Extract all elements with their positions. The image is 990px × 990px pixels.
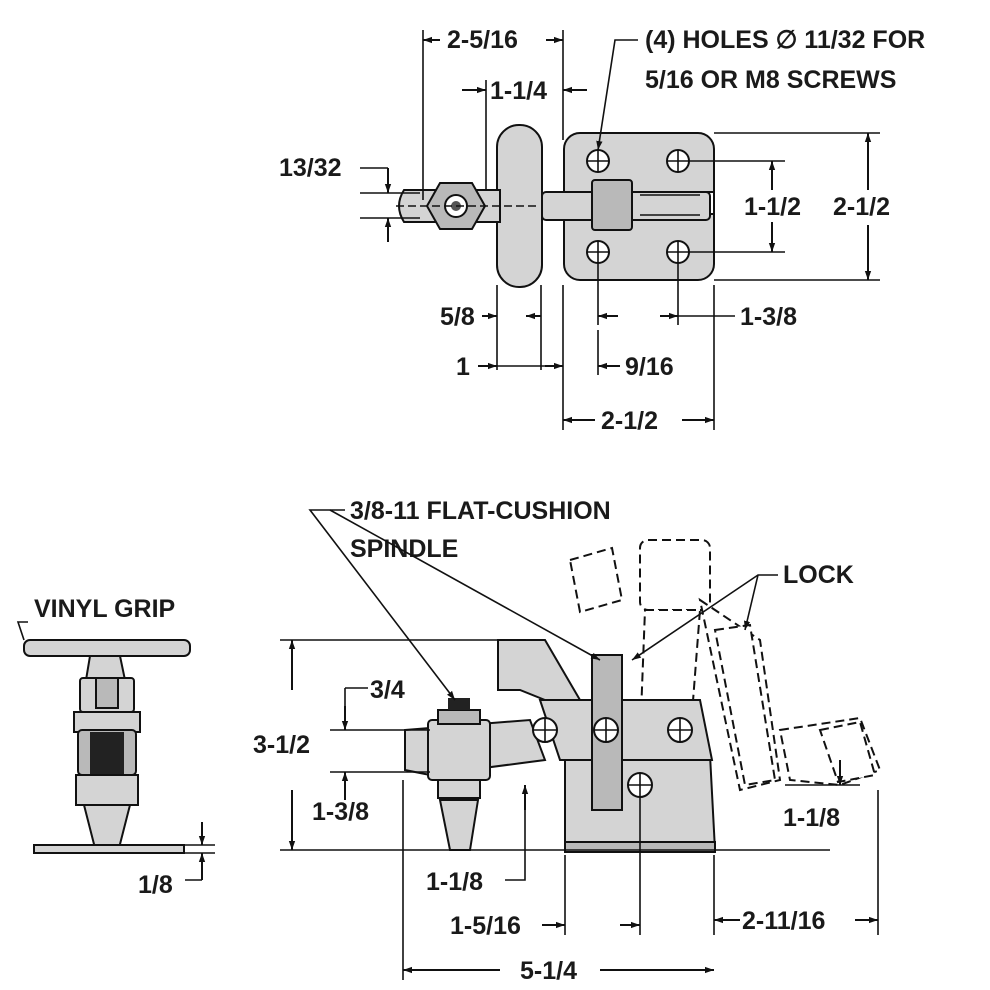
end-view: VINYL GRIP 1/8 [16,595,215,899]
dim-1: 1 [456,353,470,381]
vinyl-grip-end [23,639,191,657]
vinyl-grip-label: VINYL GRIP [34,595,175,623]
mounting-hole [586,240,610,264]
dim-1-1-4: 1-1/4 [490,77,547,105]
spindle-note-line2: SPINDLE [350,535,458,563]
dim-1-5-16: 1-5/16 [450,912,521,940]
dim-2-5-16: 2-5/16 [447,26,518,54]
dim-3-1-2: 3-1/2 [253,731,310,759]
dim-1-1-8-right: 1-1/8 [783,804,840,832]
spindle-block [427,719,491,781]
dim-9-16: 9/16 [625,353,674,381]
dim-1-8: 1/8 [138,871,173,899]
dim-5-1-4: 5-1/4 [520,957,577,985]
holes-note-line2: 5/16 OR M8 SCREWS [645,66,896,94]
mounting-hole [666,149,690,173]
dim-1-3-8: 1-3/8 [740,303,797,331]
holes-note-line1: (4) HOLES ∅ 11/32 FOR [645,26,925,54]
dim-3-4: 3/4 [370,676,405,704]
pivot [532,717,558,743]
arm-block [591,179,633,231]
dim-2-1-2-horizontal: 2-1/2 [601,407,658,435]
end-base [33,844,185,854]
dim-5-8: 5/8 [440,303,475,331]
dim-13-32: 13/32 [279,154,342,182]
dim-1-1-2: 1-1/2 [744,193,801,221]
pivot [627,772,653,798]
top-view: 2-5/16 1-1/4 13/32 1-1/2 2-1/2 5/8 1-3/8 [279,26,925,435]
pivot [593,717,619,743]
mounting-hole [666,240,690,264]
side-view: 3/8-11 FLAT-CUSHION SPINDLE LOCK 3-1/2 3… [253,497,882,985]
spindle-note-line1: 3/8-11 FLAT-CUSHION [350,497,611,525]
pivot [667,717,693,743]
lock-label: LOCK [783,561,854,589]
dim-2-11-16: 2-11/16 [742,907,825,935]
dim-1-3-8: 1-3/8 [312,798,369,826]
phantom-handle-up [568,546,624,614]
dim-2-1-2-vertical: 2-1/2 [833,193,890,221]
dim-1-1-8-left: 1-1/8 [426,868,483,896]
mounting-hole [586,149,610,173]
